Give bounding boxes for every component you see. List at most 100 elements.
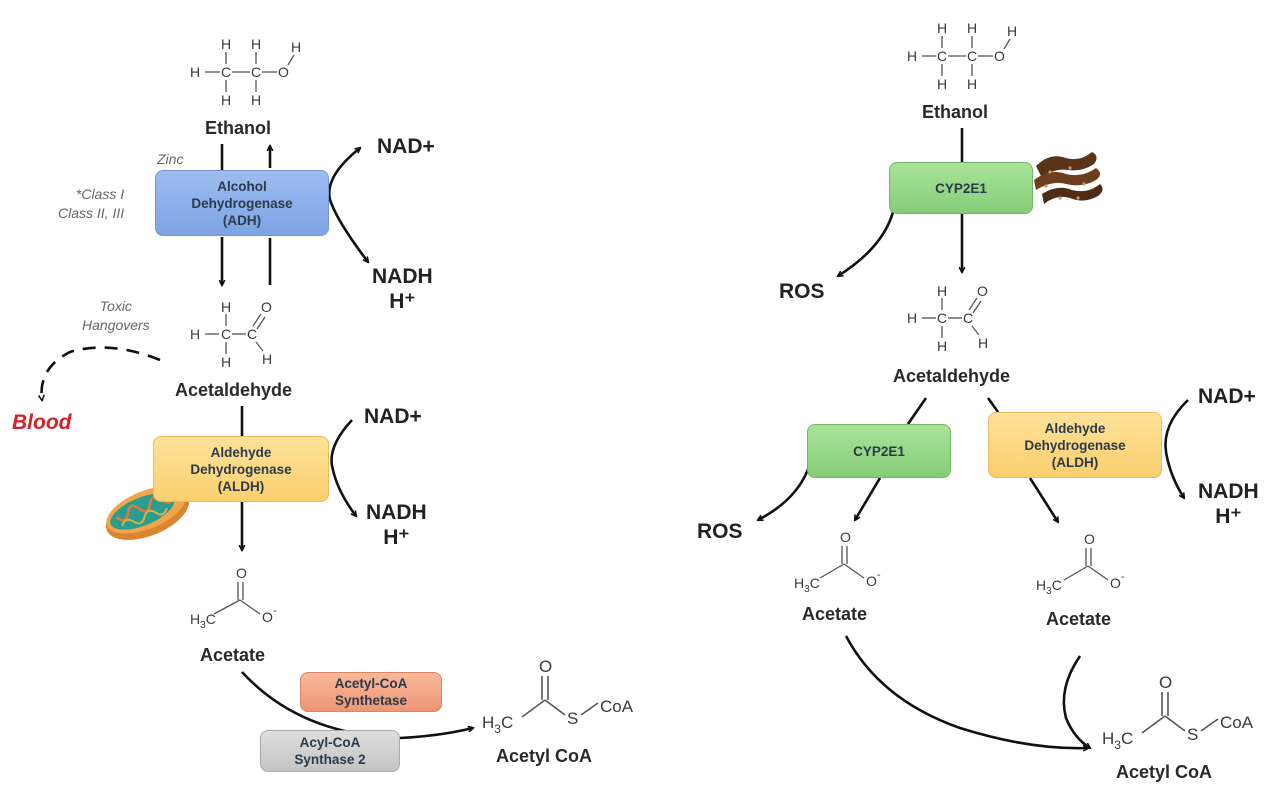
ethanol-label-right: Ethanol bbox=[922, 102, 988, 122]
svg-text:C: C bbox=[221, 64, 231, 80]
svg-text:CoA: CoA bbox=[1220, 713, 1254, 732]
aldh-enzyme-box-right: Aldehyde Dehydrogenase (ALDH) bbox=[988, 412, 1162, 478]
svg-text:H: H bbox=[937, 20, 947, 36]
svg-text:O: O bbox=[994, 48, 1005, 64]
acetaldehyde-structure-left bbox=[205, 313, 266, 354]
nad-nadh-curve-adh bbox=[327, 148, 368, 262]
toxic-blood-curve bbox=[42, 346, 161, 401]
nad-plus-label-1: NAD+ bbox=[377, 135, 435, 158]
svg-text:O: O bbox=[1084, 531, 1095, 547]
nadh-label-2: NADH H⁺ bbox=[366, 501, 427, 549]
acetate-structure-right-2 bbox=[1063, 548, 1109, 581]
svg-text:C: C bbox=[937, 310, 947, 326]
acetylcoa-structure-left bbox=[521, 676, 599, 718]
r-nad-nadh-curve bbox=[1164, 399, 1189, 498]
svg-text:H: H bbox=[221, 92, 231, 108]
acetyl-coa-label-right: Acetyl CoA bbox=[1116, 762, 1213, 782]
svg-text:H: H bbox=[251, 92, 261, 108]
svg-text:H: H bbox=[291, 39, 301, 55]
svg-text:O: O bbox=[262, 609, 273, 625]
svg-text:O: O bbox=[236, 565, 247, 581]
svg-text:C: C bbox=[251, 64, 261, 80]
svg-text:C: C bbox=[221, 326, 231, 342]
svg-text:-: - bbox=[877, 569, 881, 581]
ethanol-structure-left bbox=[205, 52, 295, 92]
svg-text:C: C bbox=[963, 310, 973, 326]
acetate-structure-left bbox=[213, 582, 261, 615]
svg-text:H: H bbox=[190, 326, 200, 342]
svg-text:H: H bbox=[262, 351, 272, 367]
adh-enzyme-box: Alcohol Dehydrogenase (ADH) bbox=[155, 170, 329, 236]
acetate-label-right-2: Acetate bbox=[1046, 609, 1112, 629]
svg-text:H: H bbox=[1007, 23, 1017, 39]
blood-label: Blood bbox=[12, 411, 72, 434]
svg-text:H: H bbox=[907, 48, 917, 64]
nad-plus-label-right: NAD+ bbox=[1198, 385, 1256, 408]
ros-label-2: ROS bbox=[697, 520, 743, 543]
nad-plus-label-2: NAD+ bbox=[364, 405, 422, 428]
r-aldh-to-acetate-arrow bbox=[1028, 477, 1058, 522]
svg-text:H: H bbox=[937, 338, 947, 354]
acetate-label-left: Acetate bbox=[200, 645, 266, 665]
nad-nadh-curve-aldh bbox=[330, 419, 356, 516]
svg-text:H: H bbox=[221, 299, 231, 315]
svg-text:H: H bbox=[937, 76, 947, 92]
svg-text:C: C bbox=[937, 48, 947, 64]
svg-text:H: H bbox=[967, 20, 977, 36]
ethanol-label-left: Ethanol bbox=[205, 118, 271, 138]
svg-text:H3C: H3C bbox=[1036, 577, 1062, 597]
zinc-note: Zinc bbox=[157, 151, 184, 167]
svg-text:O: O bbox=[977, 283, 988, 299]
svg-text:O: O bbox=[278, 64, 289, 80]
svg-text:H: H bbox=[221, 354, 231, 370]
svg-text:-: - bbox=[1121, 571, 1125, 583]
nadh-label-1: NADH H⁺ bbox=[372, 265, 433, 313]
svg-text:H: H bbox=[937, 283, 947, 299]
ethanol-structure-right bbox=[922, 36, 1011, 76]
svg-text:H3C: H3C bbox=[794, 575, 820, 595]
svg-text:-: - bbox=[273, 605, 277, 617]
svg-text:O: O bbox=[261, 299, 272, 315]
svg-text:H: H bbox=[978, 335, 988, 351]
svg-text:C: C bbox=[247, 326, 257, 342]
r-acetate2-to-acetylcoa-arrow bbox=[1062, 655, 1090, 748]
acyl-coa-synthase-2-box: Acyl-CoA Synthase 2 bbox=[260, 730, 400, 772]
adh-classes-note: *Class I Class II, III bbox=[58, 186, 125, 221]
acetaldehyde-label-right: Acetaldehyde bbox=[893, 366, 1011, 386]
acetate-structure-right-1 bbox=[819, 546, 865, 579]
svg-text:S: S bbox=[1187, 725, 1198, 744]
r-cyp2-to-ros-arrow bbox=[758, 439, 816, 522]
svg-text:H: H bbox=[907, 310, 917, 326]
svg-text:O: O bbox=[1110, 575, 1121, 591]
svg-text:S: S bbox=[567, 709, 578, 728]
toxic-hangovers-note: Toxic Hangovers bbox=[82, 298, 150, 333]
svg-text:H: H bbox=[967, 76, 977, 92]
cyp2e1-box-top: CYP2E1 bbox=[889, 162, 1033, 214]
acetaldehyde-label-left: Acetaldehyde bbox=[175, 380, 293, 400]
svg-text:H: H bbox=[251, 36, 261, 52]
svg-text:H3C: H3C bbox=[482, 713, 513, 736]
svg-text:O: O bbox=[866, 573, 877, 589]
acetyl-coa-label-left: Acetyl CoA bbox=[496, 746, 593, 766]
svg-text:CoA: CoA bbox=[600, 697, 634, 716]
ros-label-1: ROS bbox=[779, 280, 825, 303]
svg-text:H3C: H3C bbox=[1102, 729, 1133, 752]
nadh-label-right: NADH H⁺ bbox=[1198, 480, 1259, 528]
r-cyp2-to-acetate-arrow bbox=[855, 477, 882, 520]
r-acetaldehyde-to-cyp2-line bbox=[906, 397, 928, 425]
svg-text:O: O bbox=[539, 657, 552, 676]
svg-text:O: O bbox=[840, 529, 851, 545]
svg-text:H3C: H3C bbox=[190, 611, 216, 631]
svg-text:H: H bbox=[190, 64, 200, 80]
r-cyp-to-ros-arrow bbox=[838, 191, 898, 276]
atom-labels: H C C O H H H H H H C C H H O H O H3C O … bbox=[190, 20, 1254, 752]
acetate-label-right-1: Acetate bbox=[802, 604, 868, 624]
acetylcoa-structure-right bbox=[1141, 692, 1219, 734]
svg-text:C: C bbox=[967, 48, 977, 64]
r-acetate1-to-acetylcoa-arrow bbox=[844, 635, 1088, 748]
svg-text:H: H bbox=[221, 36, 231, 52]
cyp2e1-box-mid: CYP2E1 bbox=[807, 424, 951, 478]
r-acetaldehyde-to-aldh-line bbox=[986, 397, 1000, 413]
